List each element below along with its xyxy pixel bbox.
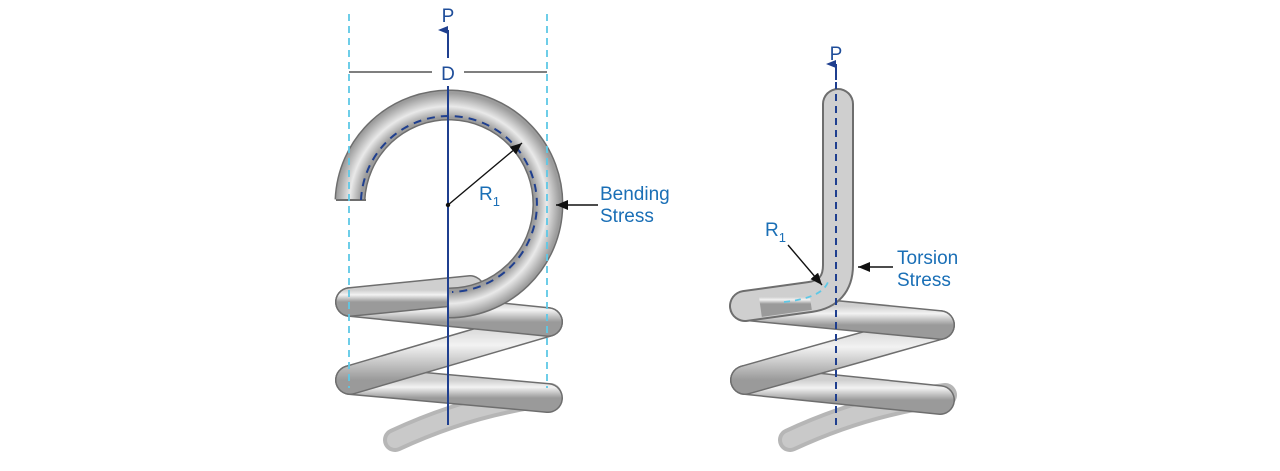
left-radius-label: R1 [479, 184, 500, 209]
right-radius-arrow [787, 244, 823, 286]
right-hook-figure: P R1 Torsion Stress [729, 44, 958, 452]
left-force-label: P [442, 6, 455, 27]
left-hook-ring [334, 89, 564, 319]
torsion-stress-label-line2: Stress [897, 270, 951, 291]
bending-stress-label-line2: Stress [600, 206, 654, 227]
bending-stress-label-line1: Bending [600, 184, 670, 205]
torsion-stress-label-line1: Torsion [897, 248, 958, 269]
right-hook-upright [729, 88, 854, 322]
right-force-label: P [830, 44, 843, 65]
bend-centerline [783, 281, 829, 303]
right-radius-label: R1 [765, 220, 786, 245]
left-radius-arrow [447, 142, 523, 206]
diameter-label: D [441, 64, 455, 85]
right-coil-wires [730, 291, 955, 415]
left-hook-centerline [360, 115, 538, 293]
left-hook-figure: P D R1 Bending Stress [334, 6, 670, 452]
